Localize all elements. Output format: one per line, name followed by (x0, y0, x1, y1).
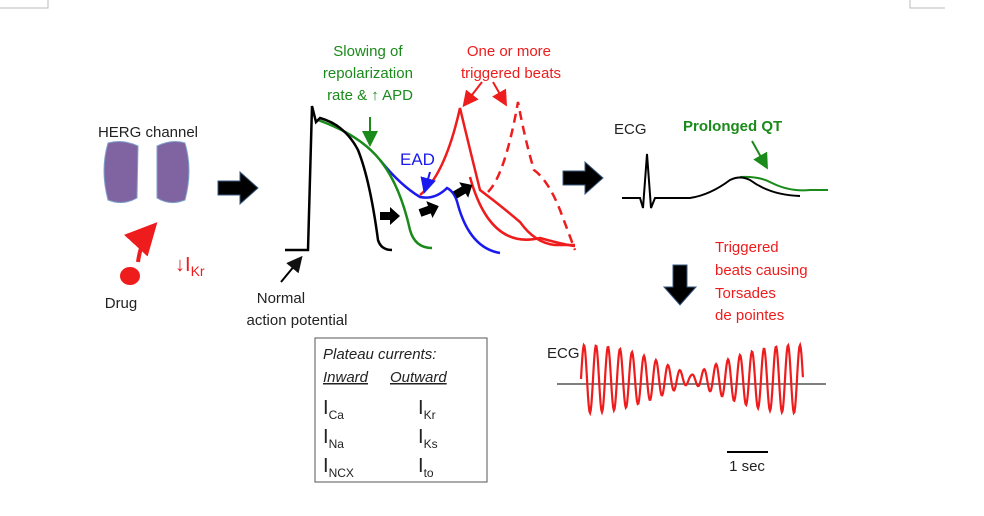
scale-label: 1 sec (729, 458, 765, 475)
flow-arrow-icon (562, 161, 604, 195)
ecg-prolonged-t-wave (739, 175, 828, 192)
normal-ap-label: Normal action potential (247, 290, 348, 329)
drug-binding-arrow (123, 222, 158, 263)
outward-header: Outward (390, 369, 447, 386)
plateau-title: Plateau currents: (323, 346, 436, 363)
inward-current: INCX (323, 455, 354, 480)
normal-ap-pointer (280, 255, 303, 283)
ead-label: EAD (400, 150, 435, 169)
ikr-reduction-label: ↓IKr (175, 254, 205, 279)
ecg-top-label: ECG (614, 121, 647, 138)
outward-current: IKs (418, 426, 438, 451)
inward-current: INa (323, 426, 344, 451)
torsades-ecg-trace (579, 341, 804, 417)
progression-arrow-icon (416, 197, 442, 222)
green-prolonged-trace (317, 118, 433, 250)
progression-arrow-icon (380, 207, 400, 225)
red-triggered-beat-trace (419, 107, 575, 247)
inward-current: ICa (323, 397, 344, 422)
prolonged-qt-arrow (751, 140, 768, 170)
torsades-label: Triggered beats causing Torsades de poin… (715, 239, 812, 324)
inward-currents-list: ICa INa INCX (323, 397, 354, 480)
herg-channel-left-subunit (103, 141, 139, 204)
down-arrow-icon (663, 264, 697, 306)
prolonged-qt-label: Prolonged QT (683, 118, 782, 135)
herg-channel-right-subunit (156, 141, 190, 204)
triggered-arrow-2 (492, 81, 507, 107)
flow-arrow-icon (217, 171, 259, 205)
blue-ead-trace (379, 159, 501, 255)
black-normal-ap-trace (285, 105, 393, 252)
herg-channel-label: HERG channel (98, 124, 198, 141)
red-dashed-second-beat (487, 101, 577, 251)
ecg-bottom-label: ECG (547, 345, 580, 362)
corner-mark-left (0, 0, 49, 9)
slowing-repolarization-label: Slowing of repolarization rate & ↑ APD (323, 43, 417, 104)
triggered-arrow-1 (462, 81, 483, 108)
outward-currents-list: IKr IKs Ito (418, 397, 438, 480)
drug-label: Drug (105, 295, 138, 312)
triggered-beats-label: One or more triggered beats (461, 43, 561, 82)
plateau-currents-box (314, 337, 488, 483)
outward-current: Ito (418, 455, 434, 480)
corner-mark-right (909, 0, 945, 9)
ecg-normal-trace (622, 153, 801, 209)
outward-current: IKr (418, 397, 436, 422)
inward-header: Inward (323, 369, 369, 386)
drug-molecule (120, 267, 140, 285)
ead-arrow (420, 171, 436, 194)
